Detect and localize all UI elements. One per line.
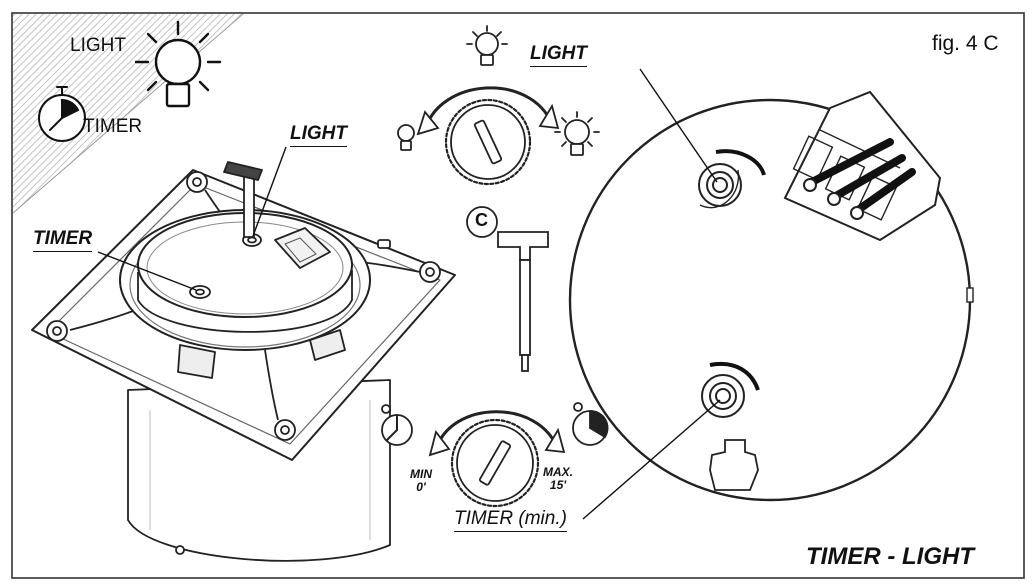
adjustment-tool [466, 206, 549, 372]
timer-min-value: 0' [416, 480, 426, 494]
bottom-title: TIMER - LIGHT [806, 543, 974, 570]
timer-dial [381, 402, 609, 508]
board-timer-callout: TIMER (min.) [454, 508, 567, 532]
legend-timer-icon [38, 86, 86, 142]
fan-timer-callout: TIMER [33, 228, 93, 252]
timer-max-label: MAX. 15' [543, 466, 573, 492]
fan-light-callout: LIGHT [290, 123, 347, 147]
figure-frame [11, 12, 1025, 579]
fig-label: fig. 4 C [932, 32, 999, 55]
board-light-callout: LIGHT [530, 43, 587, 67]
legend-timer-label: TIMER [83, 116, 143, 137]
timer-min-text: MIN [410, 467, 432, 481]
legend-light-label: LIGHT [70, 35, 126, 56]
legend-light-bulb-icon [134, 20, 222, 108]
timer-min-label: MIN 0' [410, 468, 432, 494]
fan-unit [31, 161, 456, 562]
light-dial [397, 25, 600, 186]
timer-max-text: MAX. [543, 465, 573, 479]
tool-letter: C [475, 210, 488, 230]
timer-max-value: 15' [549, 478, 567, 492]
control-board [568, 90, 974, 502]
